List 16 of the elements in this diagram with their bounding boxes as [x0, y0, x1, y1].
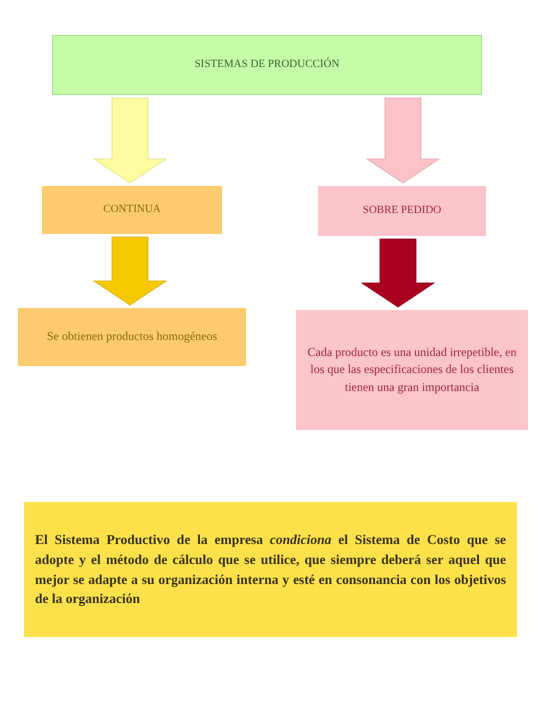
- node-text: SOBRE PEDIDO: [362, 203, 442, 218]
- node-text: SISTEMAS DE PRODUCCIÓN: [194, 57, 340, 72]
- block-arrow: [92, 98, 168, 184]
- description-box: [296, 310, 528, 430]
- node-text: Cada producto es una unidad irrepetible, en los que las especificaciones de los clientes tienen una gran importancia: [307, 344, 517, 396]
- block-arrow: [92, 236, 168, 306]
- node-text: Se obtienen productos homogéneos: [46, 328, 218, 346]
- description-box: [18, 308, 246, 366]
- node-text: CONTINUA: [103, 202, 161, 218]
- note-box: [24, 502, 517, 637]
- category-box: [42, 186, 222, 234]
- block-arrow: [360, 238, 436, 308]
- category-box: [318, 186, 486, 236]
- block-arrow: [366, 98, 440, 184]
- title-box: [52, 35, 482, 95]
- node-text: El Sistema Productivo de la empresa condiciona el Sistema de Costo que se adopte y el método de cálculo que se utilice, que siempre deberá ser aquel que mejor se adapte a su organización interna y esté en consonancia con los objetivos de la organización: [35, 531, 506, 608]
